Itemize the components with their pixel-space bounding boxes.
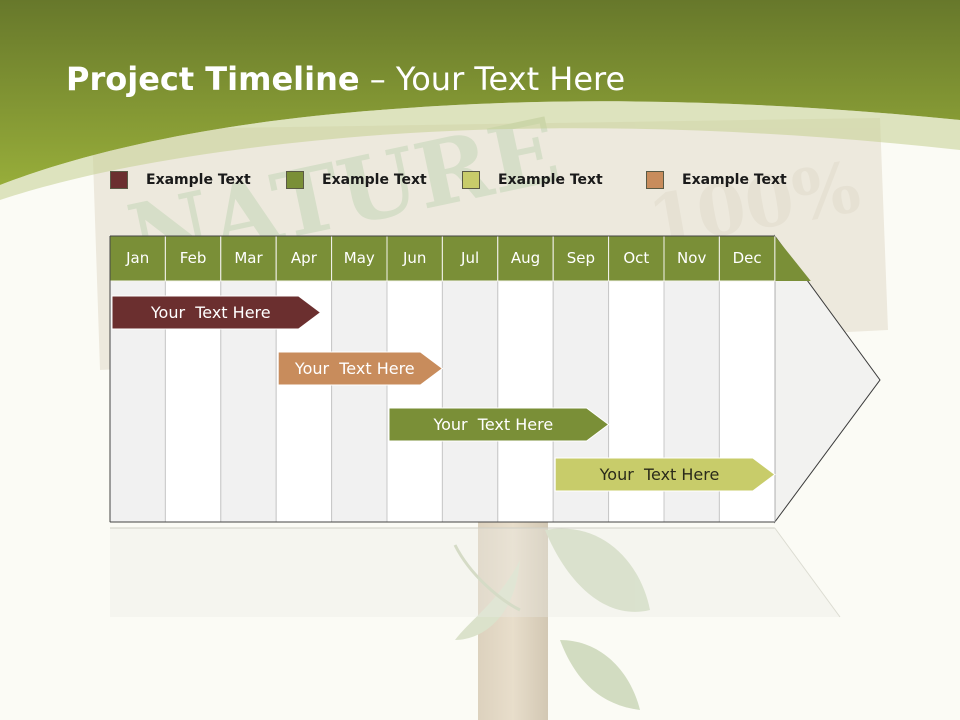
month-label: Oct — [623, 249, 650, 267]
legend-label: Example Text — [322, 172, 427, 188]
month-header-cell — [164, 235, 222, 282]
title-subtitle: Your Text Here — [395, 60, 626, 98]
month-label: Jul — [461, 249, 480, 267]
month-label: Mar — [234, 249, 263, 267]
plant-stake-image — [453, 520, 650, 720]
task-bar-label: Your Text Here — [433, 415, 554, 434]
month-header-cell — [608, 235, 665, 282]
month-header-cell — [718, 235, 776, 282]
task-bar — [388, 407, 610, 442]
month-column — [497, 235, 554, 523]
month-label: Sep — [566, 249, 596, 267]
legend-swatch — [110, 171, 128, 189]
legend-label: Example Text — [498, 172, 603, 188]
month-label: Nov — [677, 249, 707, 267]
month-header-cell — [552, 235, 610, 282]
month-label: Aug — [510, 249, 541, 267]
month-column — [109, 235, 166, 523]
legend-label: Example Text — [146, 172, 251, 188]
task-bar — [277, 351, 444, 386]
slide-title: Project Timeline – Your Text Here — [66, 60, 625, 98]
task-bar — [554, 457, 776, 492]
legend-label: Example Text — [682, 172, 787, 188]
task-bar — [111, 295, 322, 330]
month-label: May — [343, 249, 375, 267]
legend-swatch — [646, 171, 664, 189]
month-column — [164, 235, 222, 523]
reflection-edge — [774, 527, 841, 618]
task-bar-label: Your Text Here — [599, 465, 720, 484]
task-bar-label: Your Text Here — [150, 303, 271, 322]
timeline-reflection — [110, 528, 840, 617]
title-separator: – — [359, 60, 396, 98]
legend-swatch — [462, 171, 480, 189]
month-label: Apr — [290, 249, 317, 267]
month-label: Dec — [732, 249, 762, 267]
month-header-cell — [220, 235, 277, 282]
task-bar-label: Your Text Here — [294, 359, 415, 378]
month-label: Jan — [126, 249, 150, 267]
arrow-header-corner — [774, 236, 811, 281]
legend-swatch — [286, 171, 304, 189]
month-column — [441, 235, 499, 523]
title-main: Project Timeline — [66, 60, 360, 98]
month-label: Feb — [179, 249, 207, 267]
month-label: Jun — [402, 249, 427, 267]
month-header-cell — [275, 235, 333, 282]
month-header-cell — [663, 235, 720, 282]
month-column — [220, 235, 277, 523]
